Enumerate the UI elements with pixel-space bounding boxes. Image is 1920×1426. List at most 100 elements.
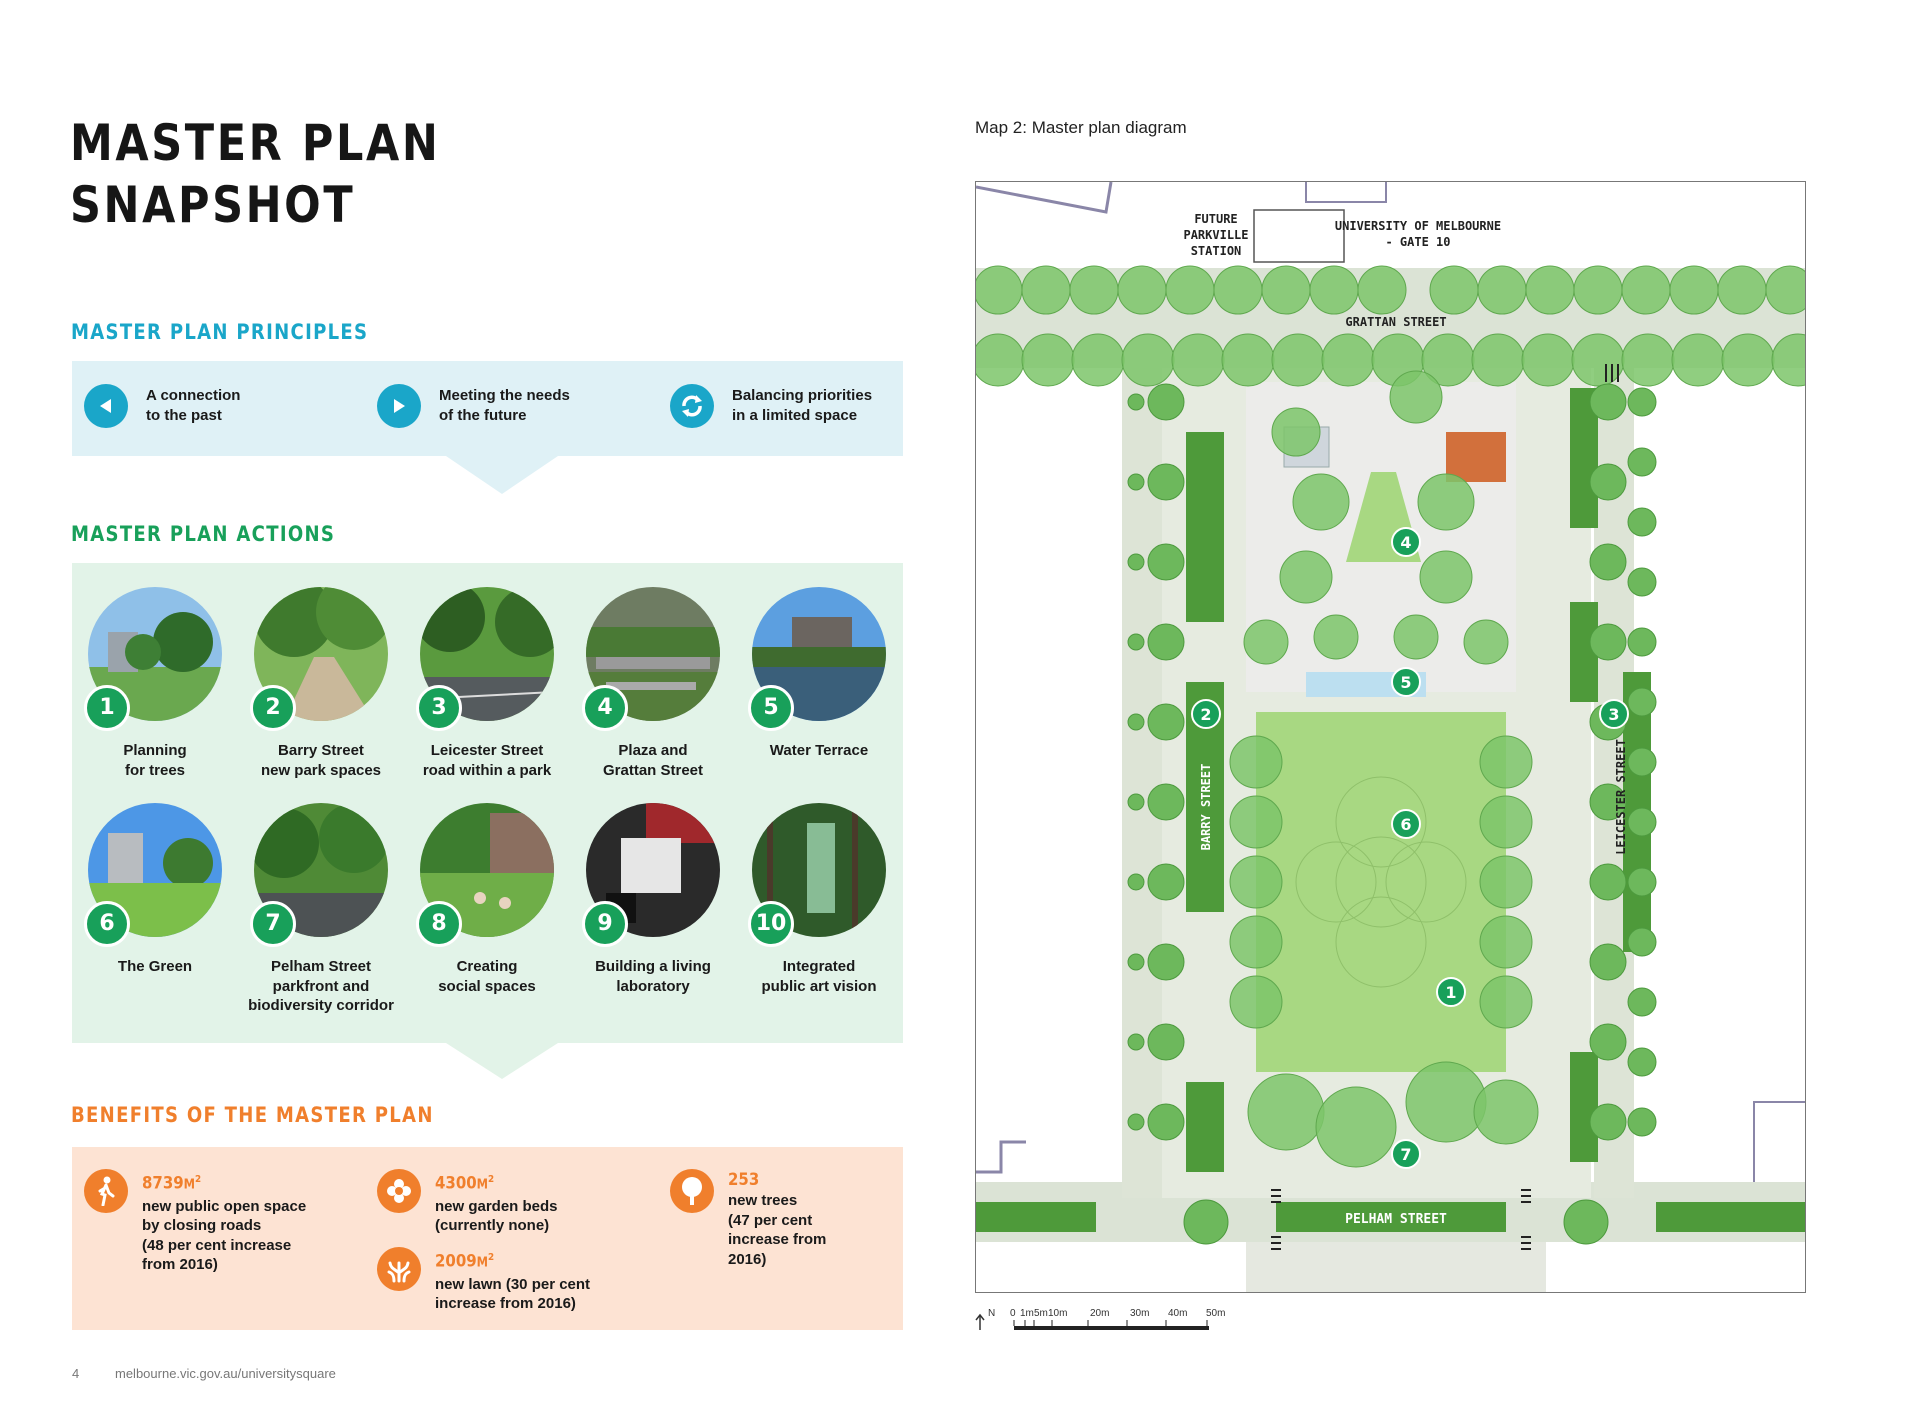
action-number-badge: 3 [416, 685, 462, 731]
benefit-value: 2009M2 [435, 1247, 571, 1275]
benefit-new-trees: 253 new trees (47 per cent increase from… [670, 1169, 826, 1269]
scale-tick-40m: 40m [1168, 1308, 1187, 1319]
scale-tick-0: 0 [1010, 1308, 1016, 1319]
map-marker-5: 5 [1391, 667, 1421, 697]
principle-future-needs: Meeting the needs of the future [377, 384, 570, 428]
benefit-unit-sup: 2 [488, 1252, 495, 1263]
map-marker-7: 7 [1391, 1139, 1421, 1169]
svg-text:3: 3 [1608, 705, 1619, 724]
action-item-8: 8 Creating social spaces [404, 803, 570, 996]
map-label-university: UNIVERSITY OF MELBOURNE [1335, 219, 1501, 233]
action-number-badge: 1 [84, 685, 130, 731]
map-caption: Map 2: Master plan diagram [975, 118, 1187, 137]
action-label: Water Terrace [769, 742, 869, 759]
action-label: Building a living laboratory [595, 958, 711, 995]
scale-north-label: N [988, 1308, 995, 1319]
action-item-1: 1 Planning for trees [72, 587, 238, 780]
map-marker-3: 3 [1599, 699, 1629, 729]
leicester-street-photo [420, 587, 554, 721]
tree-icon [670, 1169, 714, 1213]
benefit-garden-beds: 4300M2 new garden beds (currently none) [377, 1169, 558, 1236]
refresh-cycle-icon [670, 384, 714, 428]
action-label: Creating social spaces [438, 958, 536, 995]
principle-label: A connection to the past [146, 387, 241, 424]
action-item-4: 4 Plaza and Grattan Street [570, 587, 736, 780]
map-marker-2: 2 [1191, 699, 1221, 729]
map-label-pelham: PELHAM STREET [1345, 1212, 1447, 1227]
scale-tick-10m: 10m [1048, 1308, 1067, 1319]
play-left-icon [84, 384, 128, 428]
action-label: Plaza and Grattan Street [602, 742, 704, 779]
benefit-desc: new lawn (30 per cent increase from 2016… [435, 1275, 591, 1313]
page-number: 4 [72, 1366, 80, 1381]
benefit-unit: M [183, 1177, 196, 1193]
benefit-number: 4300 [435, 1173, 477, 1194]
action-number-badge: 10 [748, 901, 794, 947]
map-marker-4: 4 [1391, 527, 1421, 557]
benefit-unit-sup: 2 [195, 1174, 202, 1185]
action-item-10: 10 Integrated public art vision [736, 803, 902, 996]
svg-text:1: 1 [1445, 983, 1456, 1002]
page-title: MASTER PLAN SNAPSHOT [70, 112, 440, 236]
benefit-value: 253 [728, 1169, 815, 1191]
scale-tick-30m: 30m [1130, 1308, 1149, 1319]
action-label: Pelham Street parkfront and biodiversity… [248, 958, 394, 1014]
action-item-6: 6 The Green [72, 803, 238, 977]
action-number-badge: 6 [84, 901, 130, 947]
action-label: Integrated public art vision [761, 958, 877, 995]
action-item-9: 9 Building a living laboratory [570, 803, 736, 996]
map-label-station: STATION [1191, 244, 1242, 258]
action-number-badge: 7 [250, 901, 296, 947]
action-label: Planning for trees [123, 742, 187, 779]
action-label: Barry Street new park spaces [260, 742, 382, 779]
benefit-open-space: 8739M2 new public open space by closing … [84, 1169, 306, 1275]
action-item-7: 7 Pelham Street parkfront and biodiversi… [238, 803, 404, 1016]
map-marker-6: 6 [1391, 809, 1421, 839]
svg-text:7: 7 [1400, 1145, 1411, 1164]
map-label-barry: BARRY STREET [1199, 764, 1213, 851]
benefits-panel: 8739M2 new public open space by closing … [72, 1147, 903, 1330]
action-number-badge: 5 [748, 685, 794, 731]
principle-connection-past: A connection to the past [84, 384, 240, 428]
svg-text:5: 5 [1400, 673, 1411, 692]
scale-tick-50m: 50m [1206, 1308, 1225, 1319]
action-item-5: 5 Water Terrace [736, 587, 902, 761]
scale-bar: N 0 1m 5m 10m 20m 30m 40m 50m [975, 1308, 1225, 1330]
action-item-3: 3 Leicester Street road within a park [404, 587, 570, 780]
benefit-number: 2009 [435, 1251, 477, 1272]
map-marker-1: 1 [1436, 977, 1466, 1007]
principles-notch [446, 456, 558, 494]
principle-balancing: Balancing priorities in a limited space [670, 384, 872, 428]
principle-label: Balancing priorities in a limited space [732, 387, 873, 424]
master-plan-map: FUTURE PARKVILLE STATION UNIVERSITY OF M… [975, 181, 1806, 1293]
action-number-badge: 2 [250, 685, 296, 731]
barry-street-road [1122, 368, 1162, 1198]
title-line-1: MASTER PLAN [70, 114, 441, 172]
principle-label: Meeting the needs of the future [439, 387, 570, 424]
actions-panel: 1 Planning for trees 2 Barry Street new … [72, 563, 903, 1043]
benefits-heading: BENEFITS OF THE MASTER PLAN [71, 1103, 434, 1127]
map-label-future: FUTURE [1194, 212, 1237, 226]
action-number-badge: 9 [582, 901, 628, 947]
map-label-parkville: PARKVILLE [1183, 228, 1248, 242]
benefit-unit: M [476, 1255, 489, 1271]
principles-heading: MASTER PLAN PRINCIPLES [71, 320, 369, 344]
svg-text:2: 2 [1200, 705, 1211, 724]
scale-tick-20m: 20m [1090, 1308, 1109, 1319]
benefit-desc: new public open space by closing roads (… [142, 1197, 307, 1274]
actions-heading: MASTER PLAN ACTIONS [71, 522, 336, 546]
map-label-leicester: LEICESTER STREET [1614, 739, 1628, 855]
svg-text:6: 6 [1400, 815, 1411, 834]
footer-url[interactable]: melbourne.vic.gov.au/universitysquare [115, 1366, 336, 1381]
benefit-new-lawn: 2009M2 new lawn (30 per cent increase fr… [377, 1247, 590, 1314]
benefit-unit-sup: 2 [488, 1174, 495, 1185]
map-label-gate: - GATE 10 [1385, 235, 1450, 249]
action-number-badge: 8 [416, 901, 462, 947]
the-green-lawn [1256, 712, 1506, 1072]
grass-icon [377, 1247, 421, 1291]
public-art-photo [752, 803, 886, 937]
benefit-desc: new garden beds (currently none) [435, 1197, 558, 1235]
action-number-badge: 4 [582, 685, 628, 731]
north-arrow-icon [975, 1313, 985, 1330]
principles-panel: A connection to the past Meeting the nee… [72, 361, 903, 456]
